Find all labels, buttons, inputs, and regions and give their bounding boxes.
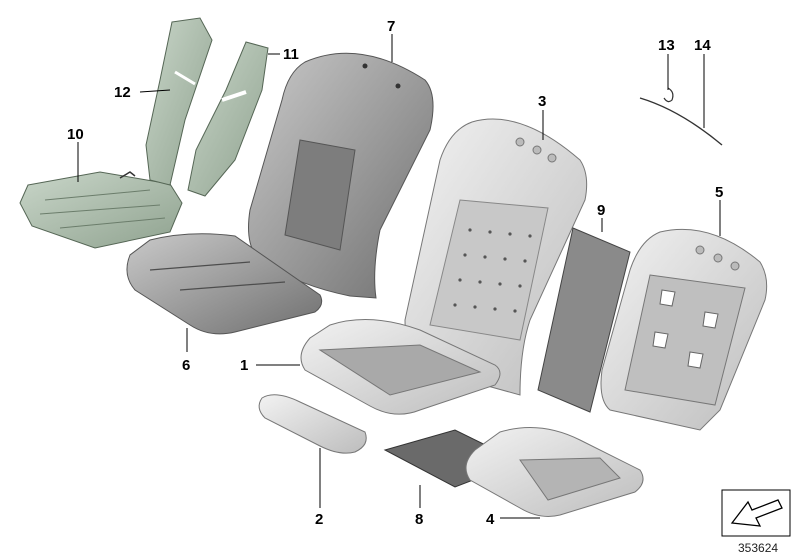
callouts: 10 12 11 7 3 9 5 13 14 6 1 2 8 4	[67, 18, 723, 528]
callout-2: 2	[315, 511, 323, 528]
part-2-side-bolster	[258, 394, 367, 454]
part-5-backrest-rear	[600, 228, 768, 431]
part-6-seat-foam	[126, 233, 323, 335]
part-10-seat-heating-mat	[19, 171, 183, 249]
direction-arrow-icon	[721, 489, 791, 537]
callout-9: 9	[597, 202, 605, 219]
part-11-backrest-heating-mat	[187, 41, 269, 197]
part-13-clip	[663, 87, 674, 103]
part-9-panel-board	[537, 227, 631, 413]
part-4-seat-base	[465, 427, 644, 517]
callout-1: 1	[240, 357, 248, 374]
callout-3: 3	[538, 93, 546, 110]
callout-8: 8	[415, 511, 423, 528]
callout-12: 12	[114, 84, 131, 101]
part-3-backrest-cover	[404, 118, 588, 396]
leader-lines	[77, 34, 721, 519]
part-14-wire	[639, 97, 723, 146]
part-12-backrest-heating-mat	[145, 17, 213, 186]
callout-5: 5	[715, 184, 723, 201]
part-7-backrest-foam	[248, 52, 434, 299]
diagram-number: 353624	[738, 541, 778, 555]
callout-7: 7	[387, 18, 395, 35]
part-1-seat-cover	[300, 319, 501, 415]
callout-11: 11	[283, 46, 299, 63]
callout-14: 14	[694, 37, 711, 54]
callout-4: 4	[486, 511, 495, 528]
callout-10: 10	[67, 126, 84, 143]
callout-13: 13	[658, 37, 675, 54]
callout-6: 6	[182, 357, 190, 374]
